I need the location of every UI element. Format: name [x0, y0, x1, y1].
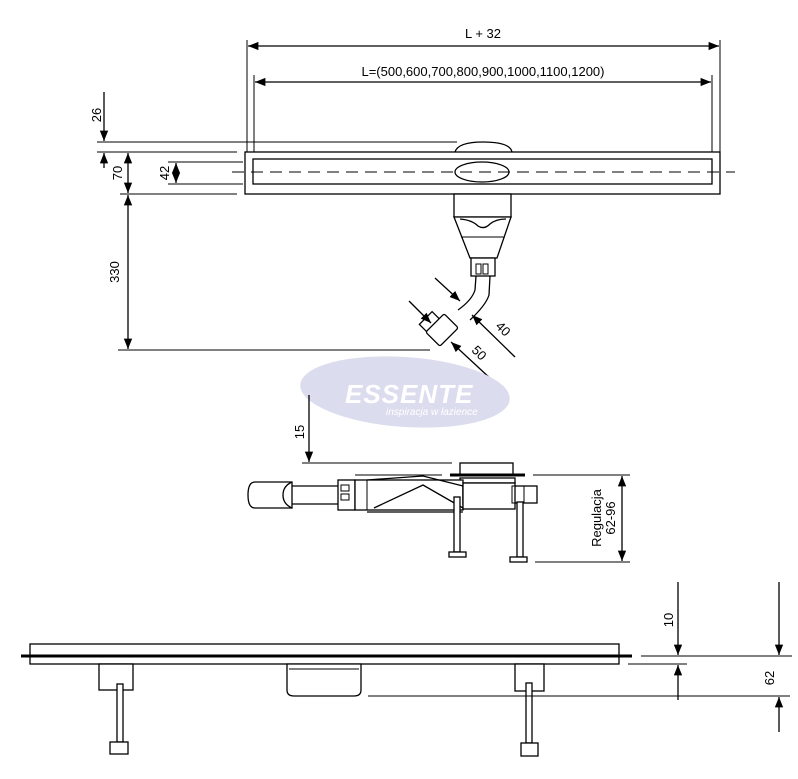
- dimension-outlet-depth: 330: [107, 261, 122, 283]
- dimension-grate-offset: 15: [292, 425, 307, 439]
- watermark-tagline: inspiracja w łazience: [386, 407, 478, 418]
- dimension-adjust-range: 62-96: [603, 501, 618, 534]
- watermark-brand: ESSENTE: [345, 379, 473, 409]
- leveling-leg: [453, 496, 461, 553]
- dimension-top-offset: 26: [89, 108, 104, 122]
- leveling-leg: [516, 501, 524, 558]
- essente-watermark: ESSENTE inspiracja w łazience: [300, 356, 510, 428]
- dimension-channel-height: 70: [110, 166, 125, 180]
- dimension-min-height: 62: [762, 671, 777, 685]
- dimension-pipe-50: 50: [469, 342, 490, 363]
- dimension-length-options: L=(500,600,700,800,900,1000,1100,1200): [361, 64, 604, 79]
- side-view: 15 Regulacja 62-96: [247, 395, 630, 563]
- dimension-grate-thickness: 10: [661, 613, 676, 627]
- dimension-adjust-label: Regulacja: [589, 488, 604, 547]
- outlet-oval: [454, 161, 510, 183]
- dimension-inner-width: 42: [157, 166, 172, 180]
- front-view: 10 62: [21, 582, 792, 757]
- dimension-overall-length: L + 32: [465, 26, 501, 41]
- outlet-siphon: [418, 193, 512, 347]
- top-view: L + 32 L=(500,600,700,800,900,1000,1100,…: [89, 26, 735, 381]
- dimension-pipe-40: 40: [493, 318, 514, 339]
